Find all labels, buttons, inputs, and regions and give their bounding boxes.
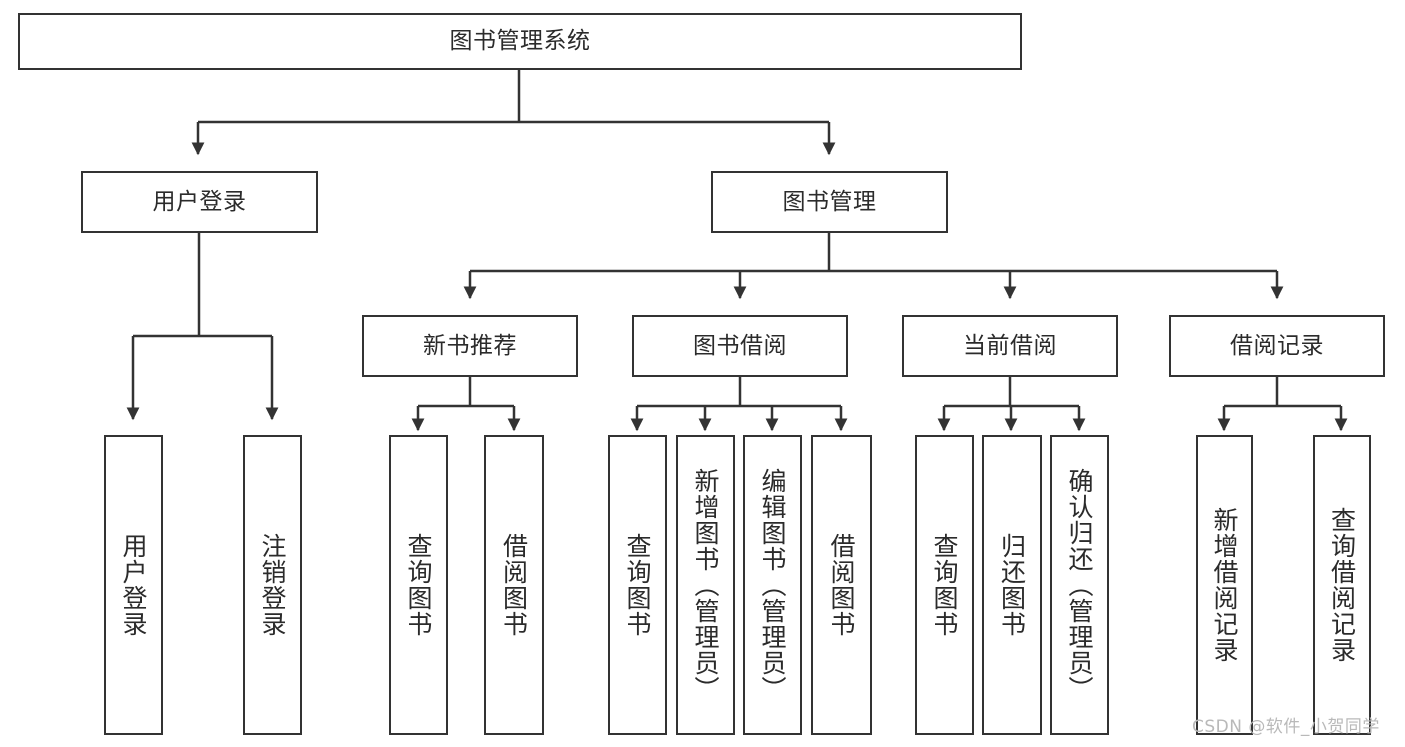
leaf-user-login[interactable]: 用户登录 bbox=[104, 435, 163, 735]
node-label: 图书管理 bbox=[782, 188, 877, 215]
leaf-edit-book-admin[interactable]: 编辑图书（管理员） bbox=[743, 435, 802, 735]
node-label: 编辑图书（管理员） bbox=[758, 468, 787, 702]
node-label: 借阅记录 bbox=[1230, 332, 1324, 359]
node-label: 查询图书 bbox=[623, 533, 652, 637]
node-label: 归还图书 bbox=[997, 533, 1027, 637]
node-label: 新增借阅记录 bbox=[1210, 507, 1239, 663]
leaf-return-book[interactable]: 归还图书 bbox=[982, 435, 1042, 735]
node-borrow-record[interactable]: 借阅记录 bbox=[1169, 315, 1385, 377]
node-label: 查询图书 bbox=[404, 533, 433, 637]
node-label: 用户登录 bbox=[152, 188, 247, 215]
node-label: 图书借阅 bbox=[693, 332, 787, 359]
node-label: 注销登录 bbox=[258, 533, 287, 637]
leaf-logout-login[interactable]: 注销登录 bbox=[243, 435, 302, 735]
leaf-confirm-return-admin[interactable]: 确认归还（管理员） bbox=[1050, 435, 1109, 735]
leaf-borrow-book-new-book[interactable]: 借阅图书 bbox=[484, 435, 544, 735]
node-new-book-recommendation[interactable]: 新书推荐 bbox=[362, 315, 578, 377]
leaf-query-book-borrow[interactable]: 查询图书 bbox=[608, 435, 667, 735]
node-label: 当前借阅 bbox=[963, 332, 1057, 359]
node-user-login[interactable]: 用户登录 bbox=[81, 171, 318, 233]
leaf-query-book-new-book[interactable]: 查询图书 bbox=[389, 435, 448, 735]
node-label: 用户登录 bbox=[119, 533, 148, 637]
node-label: 查询借阅记录 bbox=[1327, 507, 1357, 663]
leaf-query-borrow-record[interactable]: 查询借阅记录 bbox=[1313, 435, 1371, 735]
node-label: 借阅图书 bbox=[499, 533, 529, 637]
node-label: 借阅图书 bbox=[827, 533, 856, 637]
node-root-book-management-system[interactable]: 图书管理系统 bbox=[18, 13, 1022, 70]
leaf-add-borrow-record[interactable]: 新增借阅记录 bbox=[1196, 435, 1253, 735]
node-current-borrowing[interactable]: 当前借阅 bbox=[902, 315, 1118, 377]
csdn-watermark: CSDN @软件_小贺同学 bbox=[1192, 717, 1380, 737]
leaf-borrow-book-borrow[interactable]: 借阅图书 bbox=[811, 435, 872, 735]
node-label: 确认归还（管理员） bbox=[1065, 468, 1094, 702]
leaf-query-book-current[interactable]: 查询图书 bbox=[915, 435, 974, 735]
node-label: 查询图书 bbox=[930, 533, 959, 637]
node-book-management[interactable]: 图书管理 bbox=[711, 171, 948, 233]
node-book-borrowing[interactable]: 图书借阅 bbox=[632, 315, 848, 377]
node-label: 图书管理系统 bbox=[449, 28, 591, 55]
leaf-add-book-admin[interactable]: 新增图书（管理员） bbox=[676, 435, 735, 735]
node-label: 新书推荐 bbox=[423, 332, 517, 359]
node-label: 新增图书（管理员） bbox=[691, 468, 720, 702]
